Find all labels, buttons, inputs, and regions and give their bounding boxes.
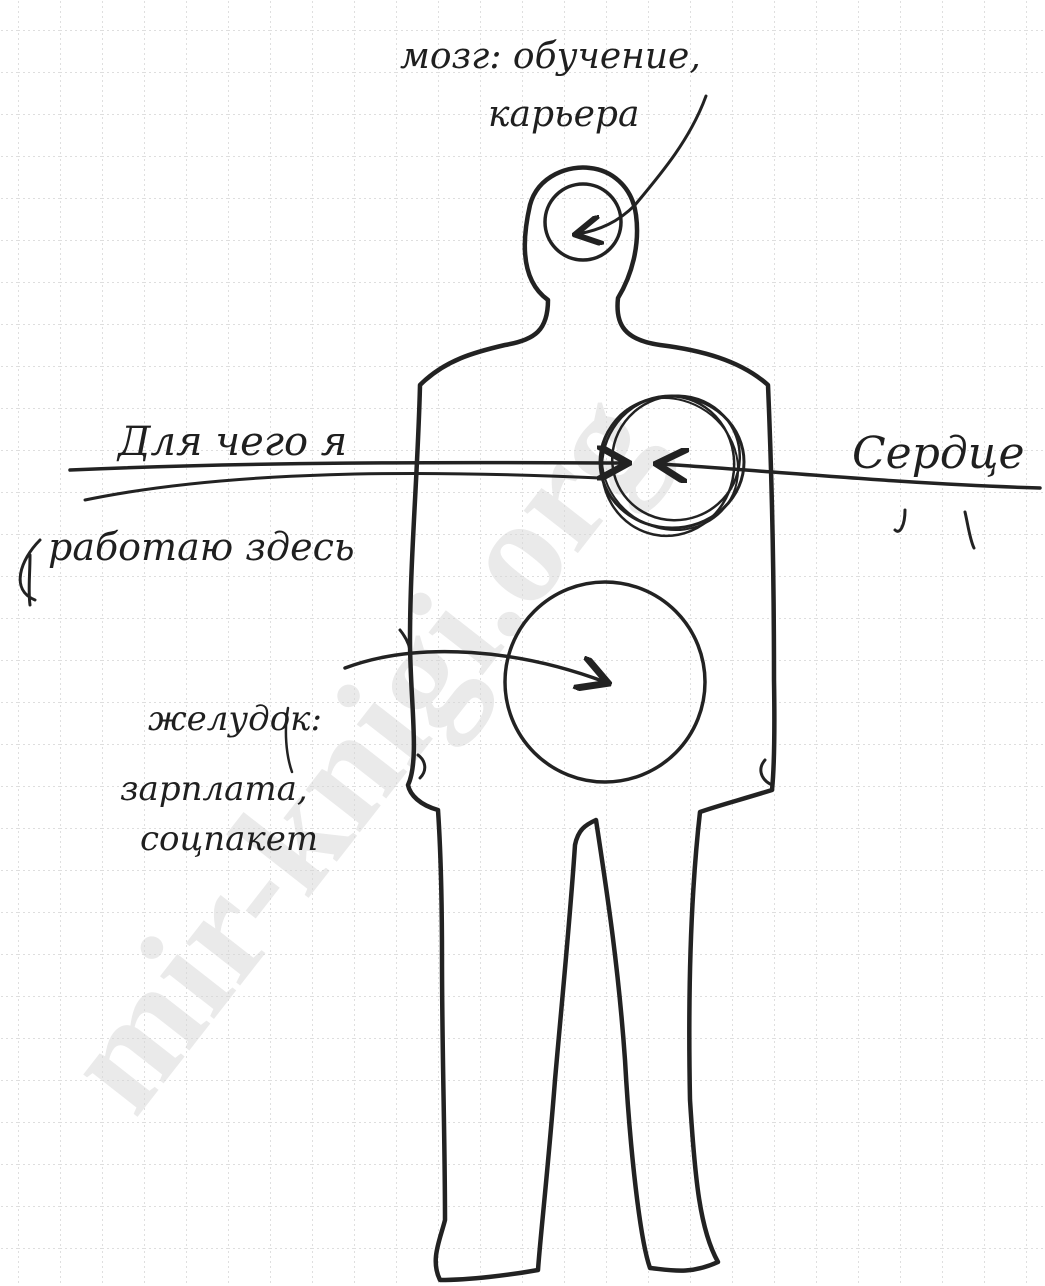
purpose-label-line2: работаю здесь xyxy=(48,525,355,569)
heart-label: Сердце xyxy=(852,428,1025,479)
stomach-label-line3: соцпакет xyxy=(140,819,318,859)
brain-label-line2: карьера xyxy=(488,94,639,135)
brain-label-line1: мозг: обучение, xyxy=(400,36,701,77)
stomach-label-line2: зарплата, xyxy=(120,769,308,809)
stomach-label-line1: желудок: xyxy=(148,699,322,739)
purpose-label-line1: Для чего я xyxy=(116,419,347,465)
